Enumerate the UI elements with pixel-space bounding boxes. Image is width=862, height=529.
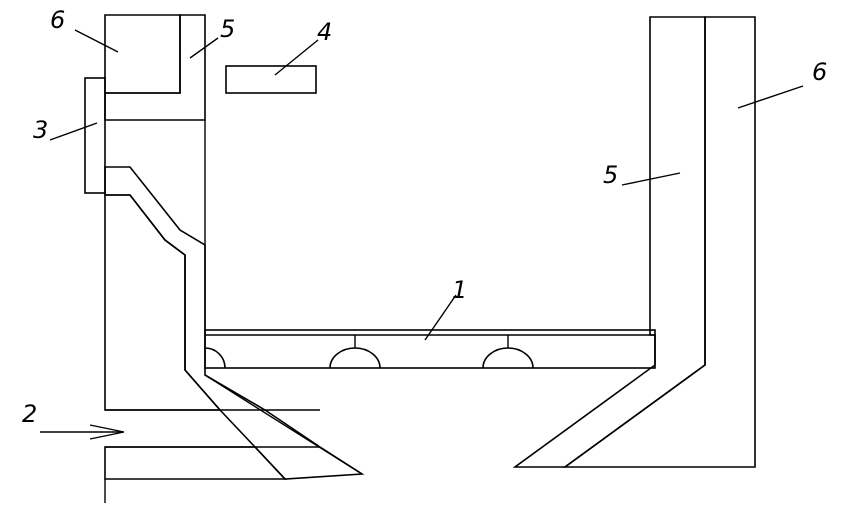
label-lining-right: 5 [603, 161, 618, 189]
left-bottom-wall [104, 446, 287, 480]
leader-3 [49, 122, 98, 141]
label-wall-left: 6 [50, 6, 65, 34]
label-lining-left: 5 [220, 15, 235, 43]
label-inlet: 2 [22, 400, 37, 428]
inlet-arrow-head [89, 424, 125, 440]
grate-bump-2 [482, 347, 534, 369]
left-lining-upper [104, 14, 206, 121]
label-grate: 1 [452, 276, 467, 304]
leader-5-right [621, 172, 681, 186]
leader-4 [274, 39, 319, 76]
right-outer-wall [562, 16, 756, 468]
label-block: 4 [317, 18, 332, 46]
leader-5-left [189, 37, 219, 59]
leader-6-left [74, 29, 119, 53]
left-lining-lower [104, 166, 365, 480]
grate [204, 329, 656, 369]
door-panel [84, 77, 106, 194]
grate-bump-1 [329, 347, 381, 369]
label-door: 3 [33, 116, 48, 144]
leader-1 [424, 294, 457, 341]
grate-bump-left [204, 347, 226, 369]
right-lining [512, 16, 706, 468]
block-element [225, 65, 317, 94]
label-wall-right: 6 [812, 58, 827, 86]
inlet-channel-diagonal [204, 374, 363, 475]
left-outer-wall-lower [104, 194, 222, 411]
left-outer-wall-upper [104, 14, 181, 94]
leader-6-right [737, 85, 804, 109]
